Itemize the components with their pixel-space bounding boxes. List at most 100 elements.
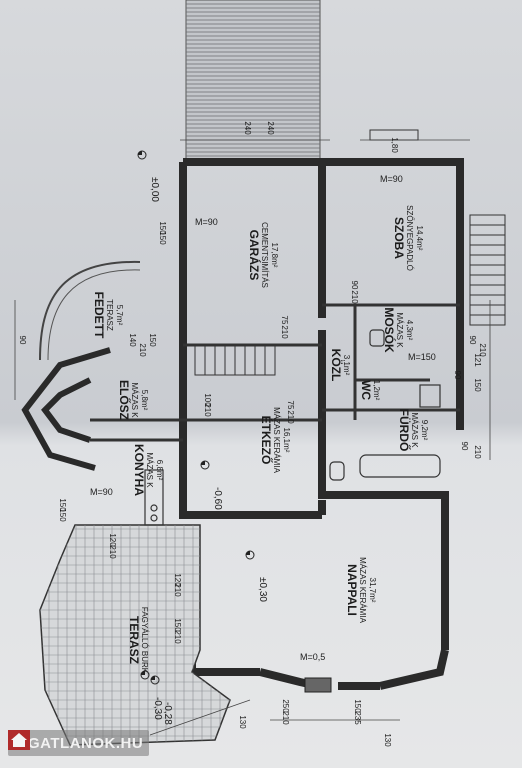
room-name: NAPPALI [345,564,359,616]
room-detail: 3,1m² [342,355,351,376]
room-detail: TERASZ [105,299,114,331]
dimension-label: 120 [173,573,182,587]
room-detail: 9,2m² [420,420,429,441]
room-detail: FAGYÁLLÓ BURK [140,607,149,674]
dimension-label: 150 [58,498,67,512]
dimension-label: 150 [173,618,182,632]
dimension-label: 90 [453,371,462,380]
dimension-label: 150 [353,699,362,713]
dimension-label: 210 [478,343,487,357]
dimension-label: 210 [286,410,295,424]
dimension-label: 140 [128,333,137,347]
level-markers [137,150,255,685]
room-detail: 14,4m² [415,226,424,251]
level-label: -0,28 [162,702,173,725]
dimension-label: 150 [158,231,167,245]
room-name: FEDETT [92,292,106,339]
covered-terrace-edge [39,260,141,361]
dimension-label: 235 [353,711,362,725]
site-watermark[interactable]: INGATLANOK.HU [8,730,150,756]
room-detail: 5,7m² [115,305,124,326]
dimension-label: 210 [203,403,212,417]
level-labels: ±0,00 -0,60 ±0,30 -0,30-0,28 [149,177,268,725]
entrance-walls [21,347,111,471]
parapet-labels: M=90M=90M=90M=0,5M=150 [90,174,436,662]
level-label: -0,30 [152,697,163,720]
room-detail: MÁZAS KERÁMIA [358,557,367,623]
room-detail: MÁZAS KERÁMIA [272,407,281,473]
room-name: ELŐSZ [117,380,132,420]
dimension-label: 90 [350,281,359,290]
parapet-height-label: M=90 [380,174,403,184]
kitchen-counter [144,469,164,526]
dimension-label: 130 [383,733,392,747]
room-name: GARÁZS [247,230,262,281]
dimension-label: 120 [108,533,117,547]
driveway-hatch [185,0,321,161]
room-name: TERASZ [127,616,141,664]
dimension-label: 100 [203,393,212,407]
parapet-height-label: M=90 [195,217,218,227]
parapet-height-label: M=0,5 [300,652,325,662]
dimension-label: 240 [266,121,275,135]
room-detail: 16,1m² [282,428,291,453]
room-detail: SZŐNYEGPADLÓ [405,205,414,271]
dimension-label: 150 [58,508,67,522]
dimension-label: 210 [108,545,117,559]
level-label: ±0,30 [257,577,268,602]
room-detail: 6,8m² [155,460,164,481]
room-detail: 5,8m² [140,390,149,411]
room-name: ÉTKEZŐ [259,416,274,465]
dimension-label: 90 [468,336,477,345]
room-name: KONYHA [132,444,146,496]
dimension-label: 210 [281,711,290,725]
room-detail: MÁZAS K [130,382,139,418]
room-detail: MÁZAS K [145,452,154,488]
room-detail: 31,7m² [368,578,377,603]
dimension-label: 210 [473,445,482,459]
dimension-label: 1,80 [390,137,399,153]
room-name: KÖZL [329,349,344,382]
dimension-label: 150 [473,378,482,392]
dimension-label: 150 [158,221,167,235]
room-detail: CEMENTSIMÍTÁS [260,222,269,288]
staircase [194,214,506,376]
parapet-height-label: M=90 [90,487,113,497]
bathroom-fixtures [329,329,441,481]
dimension-label: 90 [18,336,27,345]
parapet-height-label: M=150 [408,352,436,362]
dimension-label: 121 [473,353,482,367]
watermark-text: INGATLANOK.HU [12,734,144,752]
room-name: SZOBA [392,217,406,259]
dimension-label: 75 [280,316,289,325]
room-detail: 4,3m² [405,320,414,341]
room-name: FÜRDŐ [397,409,412,452]
room-name: MOSÓK [382,307,397,353]
dimension-label: 210 [280,325,289,339]
room-name: WC [359,380,373,400]
level-label: ±0,00 [149,177,160,202]
dimension-label: 150 [148,333,157,347]
room-detail: MÁZAS K [395,312,404,348]
dimension-label: 240 [243,121,252,135]
dimension-label: 130 [238,715,247,729]
dimension-label: 210 [173,583,182,597]
level-label: -0,60 [212,487,223,510]
house-icon [8,730,30,750]
